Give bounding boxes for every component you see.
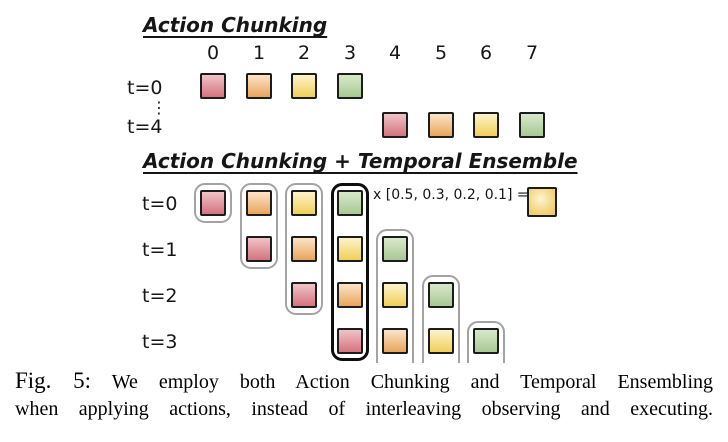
action-square-yellow	[291, 73, 317, 99]
weighted-action-result-square	[527, 187, 557, 217]
chunk-group-outline	[376, 229, 414, 363]
temporal-ensemble-title: Action Chunking + Temporal Ensemble	[143, 149, 578, 173]
timestep-label: t=0	[127, 77, 163, 99]
caption-figure-number: Fig. 5:	[15, 368, 92, 393]
action-square-green	[473, 328, 499, 354]
action-square-orange	[291, 236, 317, 262]
caption-line-1: Fig. 5: We employ both Action Chunking a…	[15, 367, 713, 396]
action-square-orange	[428, 112, 454, 138]
timestep-label: t=1	[142, 239, 178, 261]
column-index-label: 5	[434, 42, 448, 64]
action-square-green	[519, 112, 545, 138]
figure-diagram: Action Chunking ⋮ Action Chunking + Temp…	[127, 13, 578, 363]
column-index-label: 1	[252, 42, 266, 64]
action-chunking-title: Action Chunking	[143, 13, 328, 37]
action-square-orange	[246, 190, 272, 216]
executed-chunk-outline	[331, 183, 369, 361]
caption-line-2: when applying actions, instead of interl…	[15, 398, 713, 420]
action-square-red	[246, 236, 272, 262]
action-square-green	[428, 282, 454, 308]
caption-text-1: We employ both Action Chunking and Tempo…	[111, 371, 714, 393]
ensemble-weights-formula: x [0.5, 0.3, 0.2, 0.1] =	[373, 187, 529, 203]
action-square-yellow	[428, 328, 454, 354]
timestep-label: t=2	[142, 285, 178, 307]
figure-caption: Fig. 5: We employ both Action Chunking a…	[15, 367, 713, 423]
timestep-label: t=4	[127, 116, 163, 138]
column-index-label: 3	[343, 42, 357, 64]
chunk-group-outline	[467, 321, 505, 363]
column-index-label: 2	[297, 42, 311, 64]
action-square-green	[337, 190, 363, 216]
action-square-red	[291, 282, 317, 308]
action-square-yellow	[337, 236, 363, 262]
action-square-red	[382, 112, 408, 138]
column-index-label: 6	[479, 42, 493, 64]
action-square-orange	[246, 73, 272, 99]
action-square-orange	[337, 282, 363, 308]
timestep-label: t=0	[142, 193, 178, 215]
column-index-label: 4	[388, 42, 402, 64]
column-index-label: 7	[525, 42, 539, 64]
chunk-group-outline	[240, 183, 278, 269]
action-square-yellow	[473, 112, 499, 138]
action-square-yellow	[382, 282, 408, 308]
action-square-red	[200, 190, 226, 216]
column-index-label: 0	[206, 42, 220, 64]
action-square-red	[200, 73, 226, 99]
action-square-orange	[382, 328, 408, 354]
vertical-ellipsis: ⋮	[151, 98, 167, 117]
timestep-label: t=3	[142, 331, 178, 353]
chunk-group-outline	[194, 183, 232, 223]
action-square-yellow	[291, 190, 317, 216]
action-square-red	[337, 328, 363, 354]
action-square-green	[382, 236, 408, 262]
chunk-group-outline	[285, 183, 323, 315]
chunk-group-outline	[422, 275, 460, 363]
action-square-green	[337, 73, 363, 99]
